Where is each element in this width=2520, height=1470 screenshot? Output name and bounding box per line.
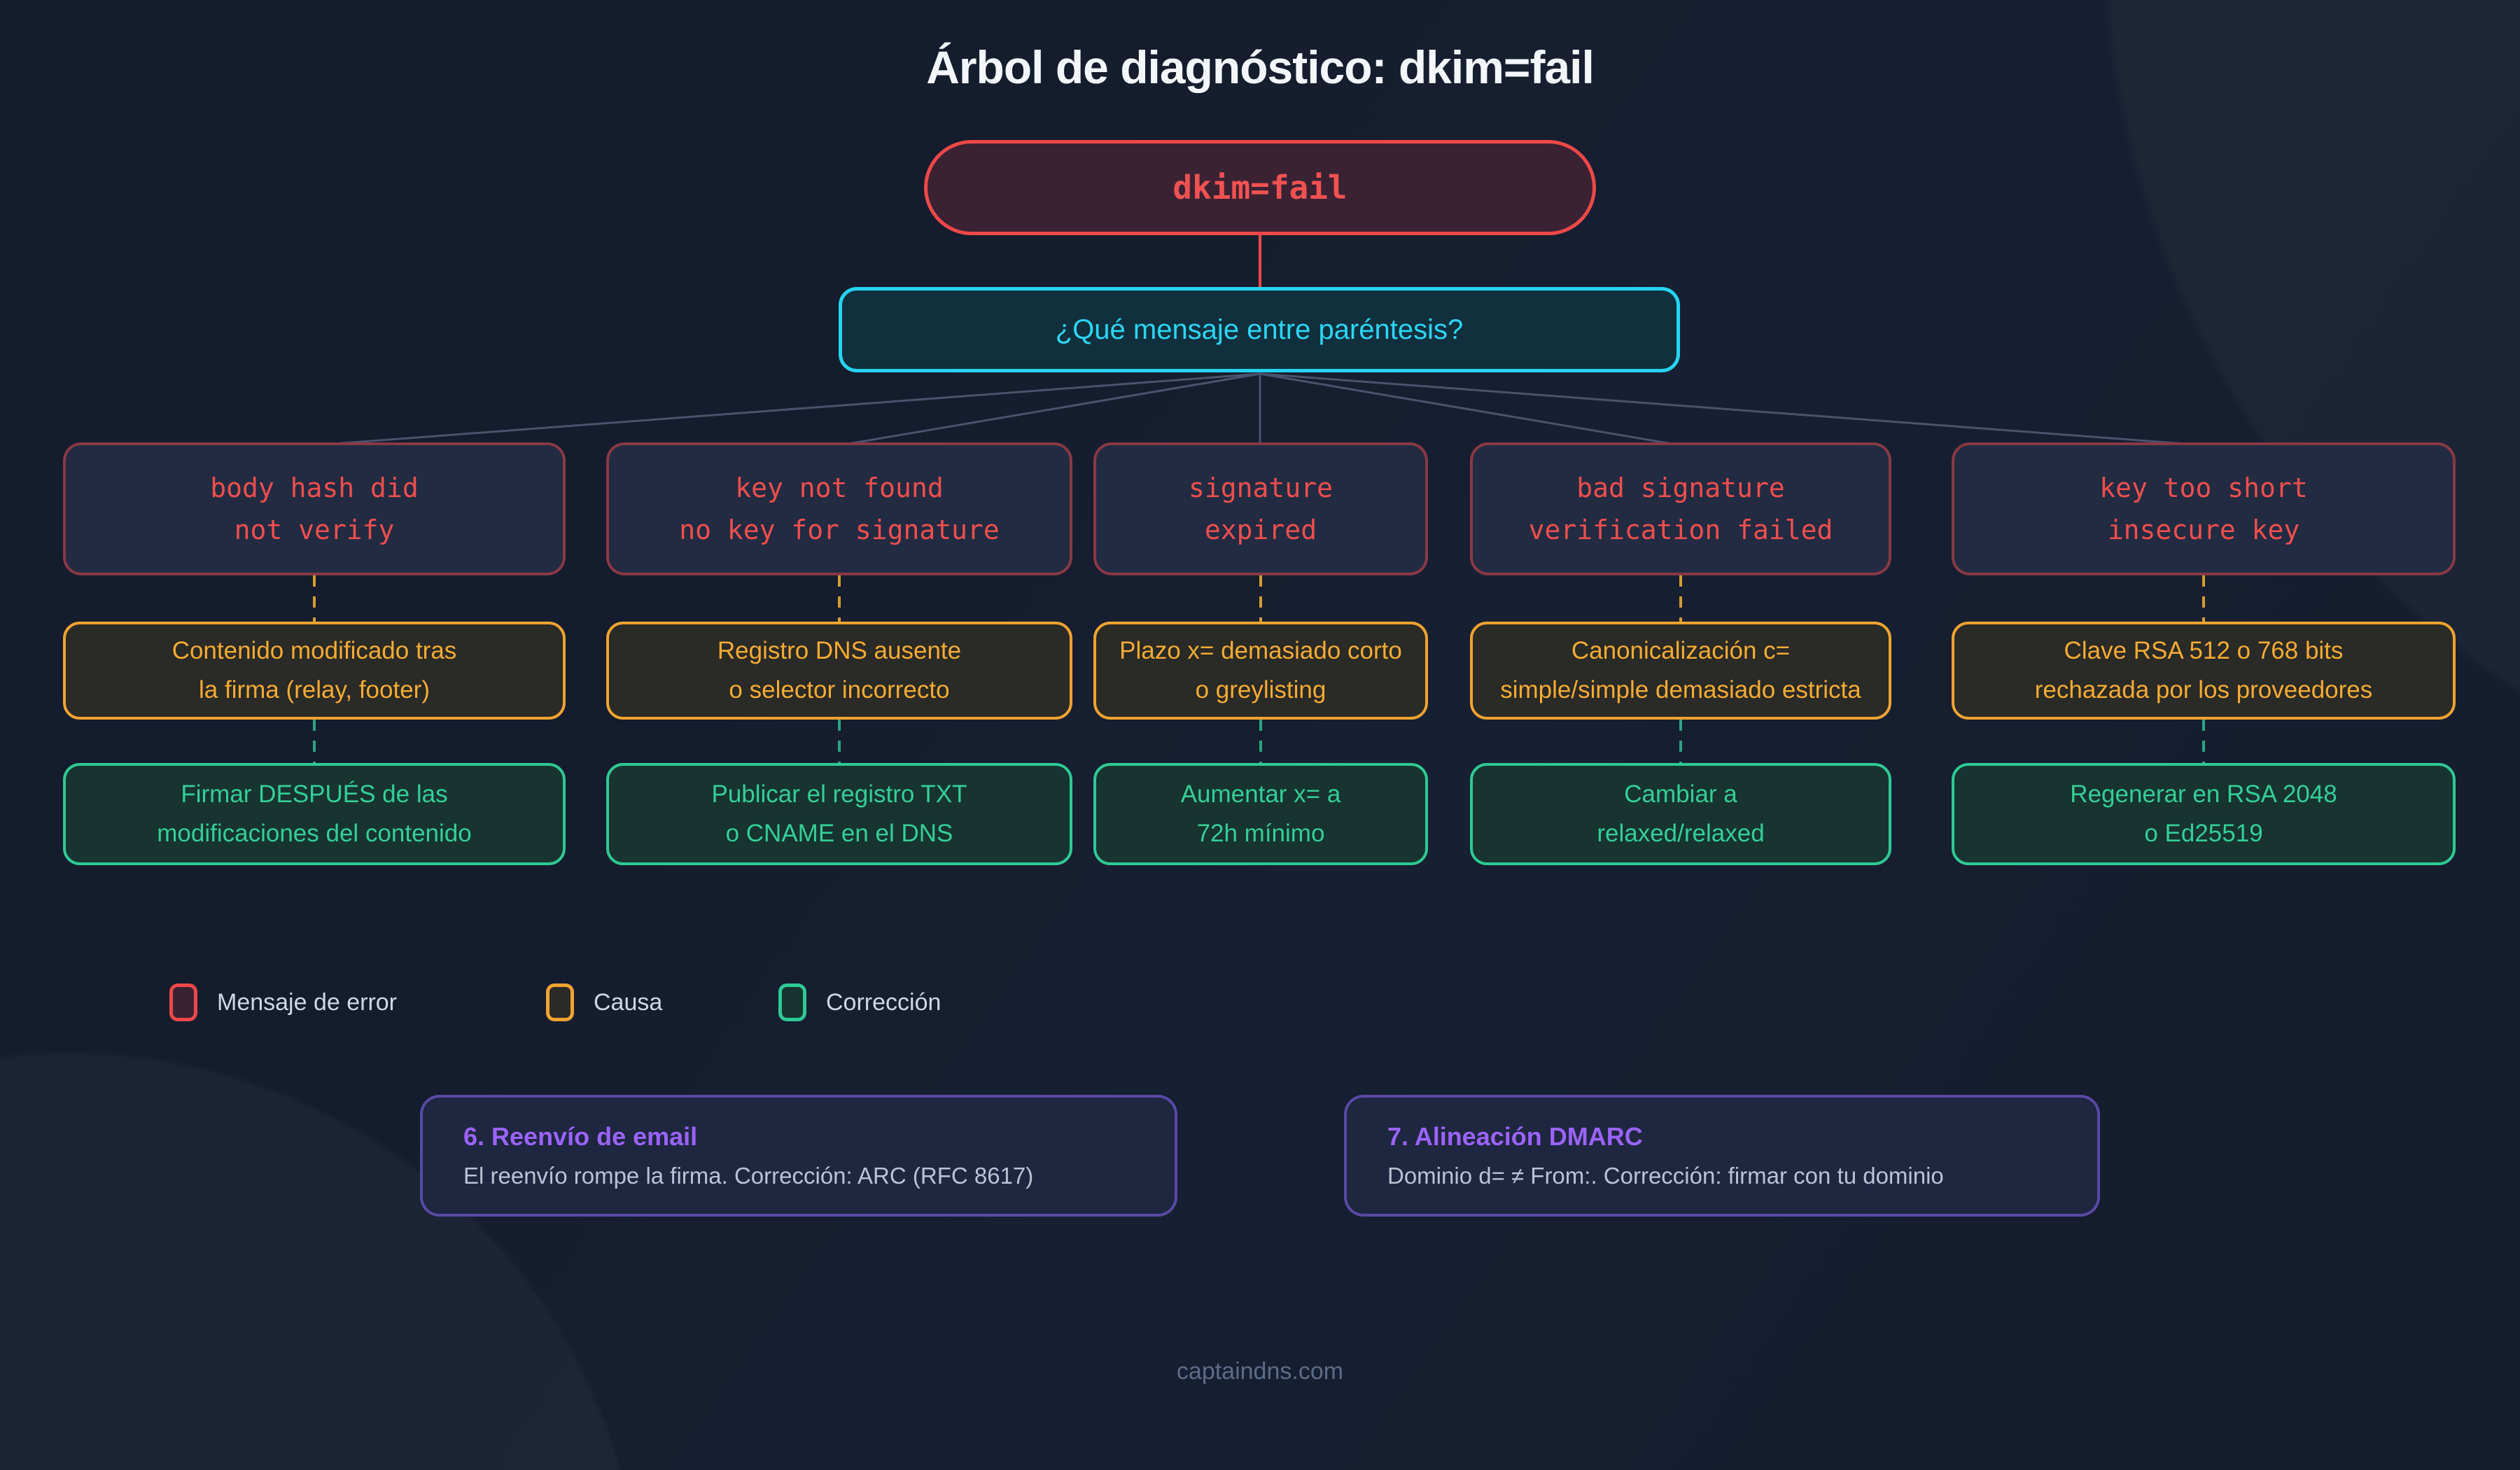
cause-node: Plazo x= demasiado corto o greylisting <box>1093 622 1428 720</box>
branch-body-hash: body hash did not verify Contenido modif… <box>63 442 566 865</box>
note-card-dmarc-alignment: 7. Alineación DMARC Dominio d= ≠ From:. … <box>1344 1095 2100 1217</box>
note-title: 6. Reenvío de email <box>463 1122 698 1151</box>
root-question-connector <box>1259 234 1261 288</box>
branch-key-not-found: key not found no key for signature Regis… <box>606 442 1072 865</box>
error-cause-connector <box>838 575 841 622</box>
error-cause-connector <box>1259 575 1262 622</box>
cause-node: Clave RSA 512 o 768 bits rechazada por l… <box>1952 622 2456 720</box>
root-node-label: dkim=fail <box>1172 169 1348 206</box>
question-label: ¿Qué mensaje entre paréntesis? <box>1055 314 1464 345</box>
cause-fix-connector <box>1259 720 1262 763</box>
note-card-email-forwarding: 6. Reenvío de email El reenvío rompe la … <box>420 1095 1177 1217</box>
cause-node: Registro DNS ausente o selector incorrec… <box>606 622 1072 720</box>
branch-signature-expired: signature expired Plazo x= demasiado cor… <box>1093 442 1428 865</box>
error-node: key not found no key for signature <box>606 442 1072 575</box>
legend-fix-swatch-icon <box>778 983 806 1021</box>
branch-bad-signature: bad signature verification failed Canoni… <box>1470 442 1891 865</box>
note-body: Dominio d= ≠ From:. Corrección: firmar c… <box>1387 1163 1944 1189</box>
error-node: signature expired <box>1093 442 1428 575</box>
legend-cause-swatch-icon <box>546 983 574 1021</box>
legend-fix-label: Corrección <box>826 988 941 1016</box>
fix-node: Aumentar x= a 72h mínimo <box>1093 763 1428 865</box>
legend-cause-label: Causa <box>594 988 663 1016</box>
root-node-dkim-fail: dkim=fail <box>924 140 1596 235</box>
legend-error-swatch-icon <box>169 983 197 1021</box>
branch-key-too-short: key too short insecure key Clave RSA 512… <box>1952 442 2456 865</box>
fix-node: Regenerar en RSA 2048 o Ed25519 <box>1952 763 2456 865</box>
cause-fix-connector <box>2202 720 2205 763</box>
legend-item-cause: Causa <box>546 983 662 1022</box>
page-title: Árbol de diagnóstico: dkim=fail <box>926 41 1595 93</box>
note-title: 7. Alineación DMARC <box>1387 1122 1643 1151</box>
note-body: El reenvío rompe la firma. Corrección: A… <box>463 1163 1034 1189</box>
error-cause-connector <box>1679 575 1682 622</box>
fix-node: Firmar DESPUÉS de las modificaciones del… <box>63 763 566 865</box>
error-node: key too short insecure key <box>1952 442 2456 575</box>
error-node: body hash did not verify <box>63 442 566 575</box>
legend-error-label: Mensaje de error <box>217 988 398 1016</box>
legend-item-fix: Corrección <box>778 983 941 1022</box>
cause-fix-connector <box>838 720 841 763</box>
cause-fix-connector <box>313 720 316 763</box>
footer-watermark: captaindns.com <box>1176 1358 1344 1385</box>
cause-node: Contenido modificado tras la firma (rela… <box>63 622 566 720</box>
question-node: ¿Qué mensaje entre paréntesis? <box>839 287 1680 372</box>
error-cause-connector <box>313 575 316 622</box>
error-node: bad signature verification failed <box>1470 442 1891 575</box>
error-cause-connector <box>2202 575 2205 622</box>
cause-node: Canonicalización c= simple/simple demasi… <box>1470 622 1891 720</box>
fix-node: Publicar el registro TXT o CNAME en el D… <box>606 763 1072 865</box>
cause-fix-connector <box>1679 720 1682 763</box>
fix-node: Cambiar a relaxed/relaxed <box>1470 763 1891 865</box>
legend-item-error: Mensaje de error <box>169 983 397 1022</box>
